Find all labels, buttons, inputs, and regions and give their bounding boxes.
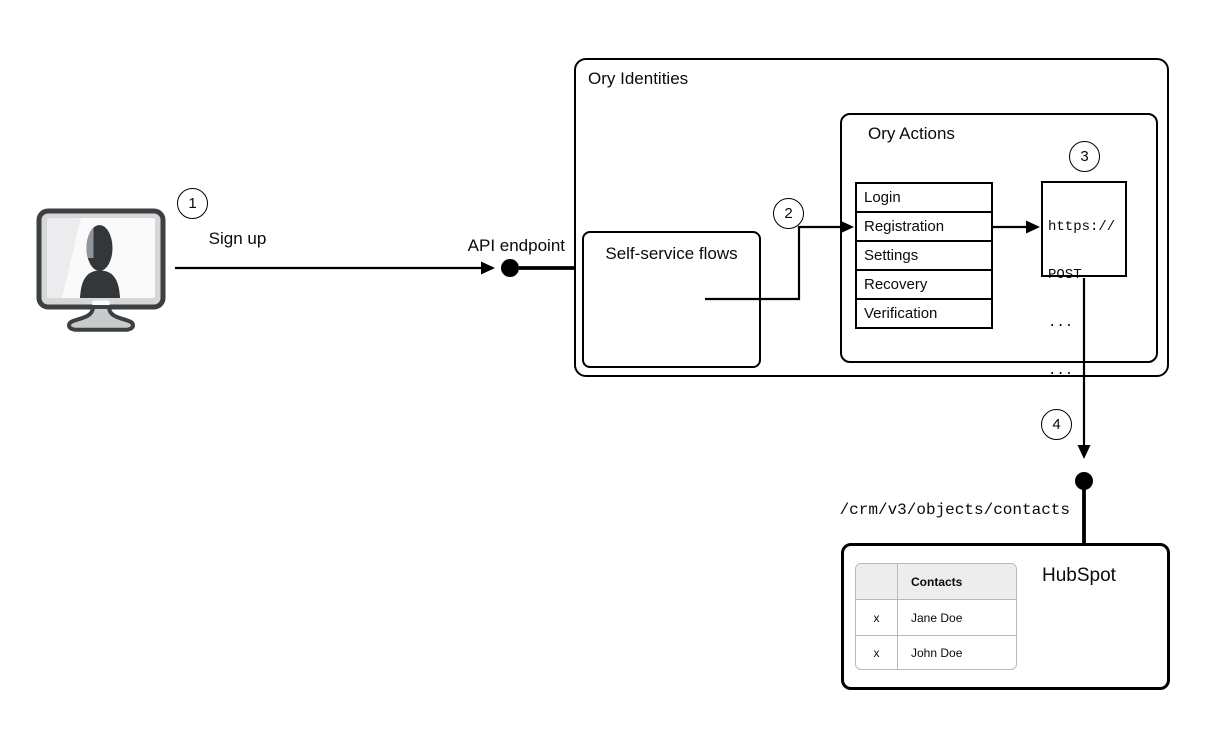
- row-mark-cell: x: [856, 600, 898, 635]
- user-workstation-icon: [36, 208, 166, 332]
- monitor-stand: [67, 305, 135, 332]
- contacts-table-header-row: Contacts: [856, 564, 1016, 600]
- row-mark-cell: x: [856, 636, 898, 669]
- step-2-badge: 2: [773, 198, 804, 229]
- ory-identities-title: Ory Identities: [588, 69, 689, 88]
- contacts-header-empty-cell: [856, 564, 898, 599]
- hubspot-endpoint-dot-icon: [1075, 472, 1093, 490]
- step-3-badge: 3: [1069, 141, 1100, 172]
- api-endpoint-dot-icon: [501, 259, 519, 277]
- flow-list-item-settings: Settings: [857, 242, 991, 271]
- step-1-badge: 1: [177, 188, 208, 219]
- signup-arrowhead-icon: [481, 261, 495, 275]
- webhook-code-line: ...: [1048, 363, 1074, 379]
- row-name-cell: John Doe: [911, 645, 963, 660]
- webhook-code-line: ...: [1048, 315, 1074, 331]
- webhook-code-line: POST: [1048, 267, 1082, 283]
- down-arrowhead-icon: [1077, 445, 1091, 459]
- flow-list-item-login: Login: [857, 184, 991, 213]
- webhook-request-box: https:// POST ... ...: [1041, 181, 1127, 379]
- table-row: x Jane Doe: [856, 600, 1016, 636]
- row-name-cell: Jane Doe: [911, 610, 963, 625]
- contacts-header-cell: Contacts: [911, 574, 963, 589]
- flow-list-item-registration: Registration: [857, 213, 991, 242]
- hubspot-box: [841, 543, 1170, 690]
- flow-list-item-verification: Verification: [864, 305, 938, 322]
- hubspot-title: HubSpot: [1042, 565, 1116, 586]
- api-endpoint-label: API endpoint: [467, 236, 565, 255]
- self-service-flows-box: Self-service flows: [582, 231, 761, 368]
- user-silhouette-icon: [80, 225, 120, 298]
- table-row: x John Doe: [856, 636, 1016, 669]
- webhook-code-line: https://: [1048, 219, 1116, 235]
- ory-identities-box: [574, 58, 1169, 377]
- self-service-flows-title: Self-service flows: [605, 244, 738, 263]
- flow-list: Login Registration Settings Recovery Ver…: [855, 182, 993, 329]
- contacts-table: Contacts x Jane Doe x John Doe: [855, 563, 1017, 670]
- monitor-power-button: [92, 300, 110, 306]
- crm-endpoint-path-label: /crm/v3/objects/contacts: [839, 501, 1070, 519]
- sign-up-label: Sign up: [208, 229, 267, 248]
- ory-actions-title: Ory Actions: [868, 124, 955, 143]
- ory-actions-box: [840, 113, 1158, 363]
- flow-list-item-recovery: Recovery: [857, 271, 991, 300]
- step-4-badge: 4: [1041, 409, 1072, 440]
